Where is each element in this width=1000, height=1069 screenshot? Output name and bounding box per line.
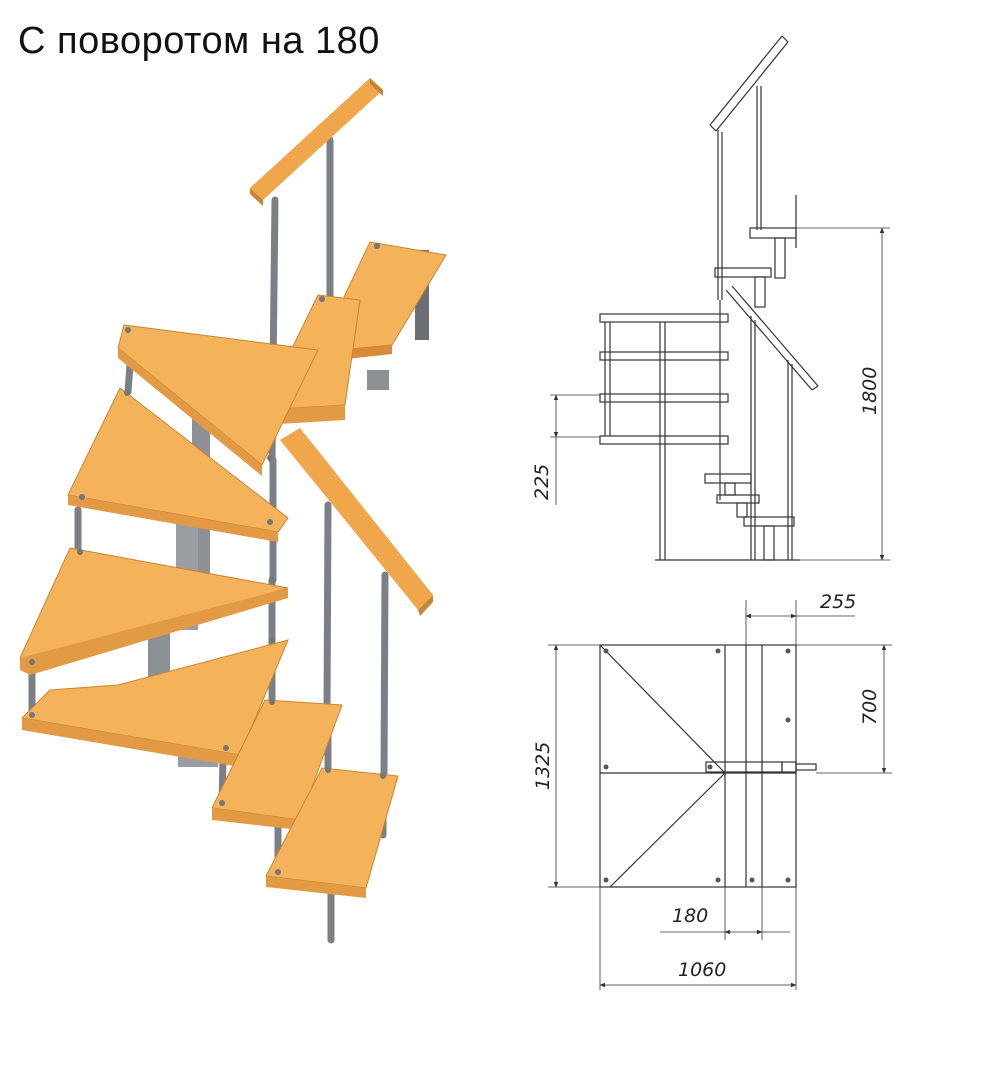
dimension-700: 700	[859, 689, 881, 725]
step-straight-2	[265, 767, 399, 898]
lower-handrail	[280, 428, 433, 616]
winder-step-2	[67, 387, 289, 542]
winder-step-3	[19, 547, 289, 675]
winder-step-4	[20, 637, 289, 767]
side-elevation-drawing	[550, 35, 890, 561]
plan-view-drawing	[548, 600, 892, 990]
staircase-illustration	[19, 78, 447, 944]
dimension-180: 180	[672, 905, 708, 927]
dimension-1060: 1060	[678, 959, 726, 981]
dimension-255: 255	[820, 591, 856, 613]
upper-handrail	[250, 78, 383, 206]
dimension-225: 225	[531, 464, 553, 500]
dimension-1325: 1325	[532, 742, 554, 790]
winder-step-1	[117, 324, 319, 476]
step-straight-1	[211, 699, 343, 830]
dimension-1800: 1800	[859, 367, 881, 415]
page-title: С поворотом на 180	[18, 20, 380, 62]
